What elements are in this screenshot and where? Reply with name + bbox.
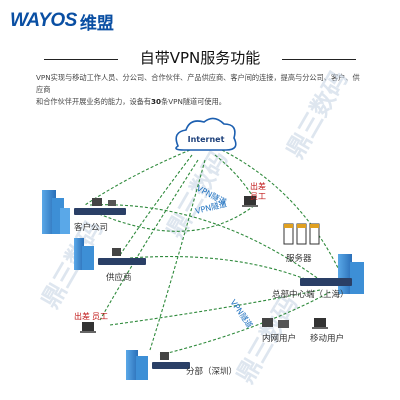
link-internet-hq: [221, 149, 341, 273]
lan-users-icon: [262, 318, 289, 328]
mobile-users-icon: [312, 318, 328, 329]
internet-label: Internet: [188, 135, 225, 144]
link-internet-travel-top: [214, 154, 256, 201]
link-travel-hq: [109, 289, 321, 326]
title-rule-right: [282, 59, 356, 60]
branch-router-icon: [152, 362, 190, 369]
title-rule-left: [44, 59, 118, 60]
server-group-icon: [283, 223, 320, 245]
internet-cloud-icon: Internet: [175, 117, 237, 151]
servers-label: 服务器: [286, 253, 312, 264]
brand-logo: WAYOS 维盟: [10, 9, 114, 34]
travel-bottom-label-1: 出差: [74, 311, 90, 321]
watermark-3: 鼎三数码: [281, 66, 353, 163]
link-internet-supplier: [119, 154, 193, 256]
travel-top-label-2: 员工: [250, 192, 266, 201]
hq-router-icon: [300, 278, 352, 286]
hq-label: 总部中心端（上海）: [272, 289, 349, 300]
link-internet-travel-bottom: [99, 159, 199, 321]
customer-router-icon: [74, 208, 126, 215]
travel-bottom-label-2: 员工: [92, 312, 108, 321]
supplier-pc-icon: [112, 248, 121, 256]
supplier-label: 供应商: [106, 272, 132, 283]
brand-name-cn: 维盟: [79, 13, 114, 34]
link-internet-customer: [84, 149, 191, 206]
supplier-building-icon: [74, 238, 146, 270]
travel-employee-top-icon: [242, 196, 258, 207]
customer-label: 客户公司: [74, 222, 108, 233]
brand-name-en: WAYOS: [10, 10, 77, 31]
travel-top-label-1: 出差: [250, 181, 266, 191]
branch-label: 分部（深圳）: [186, 366, 237, 377]
intro-line-1: VPN实现与移动工作人员、分公司、合作伙伴、产品供应商、客户间的连接，提高与分公…: [36, 73, 360, 94]
customer-pc-icon: [92, 198, 102, 206]
link-internet-branch: [149, 159, 206, 351]
mobile-users-label: 移动用户: [310, 333, 344, 344]
supplier-router-icon: [98, 258, 146, 265]
vpn-tunnel-label-3: VPN隧道: [228, 297, 255, 329]
intro-text: VPN实现与移动工作人员、分公司、合作伙伴、产品供应商、客户间的连接，提高与分公…: [36, 72, 366, 108]
link-branch-hq: [159, 291, 331, 356]
travel-employee-bottom-icon: [80, 322, 96, 333]
intro-line-2: 和合作伙伴开展业务的能力，设备有30条VPN隧道可使用。: [36, 97, 226, 106]
lan-users-label: 内网用户: [262, 333, 296, 344]
hq-building-icon: [300, 254, 364, 294]
customer-building-icon: [42, 190, 126, 234]
link-customer-travel: [89, 204, 256, 232]
page-title: 自带VPN服务功能: [0, 47, 400, 68]
link-supplier-hq: [129, 255, 321, 286]
branch-building-icon: [126, 350, 190, 380]
